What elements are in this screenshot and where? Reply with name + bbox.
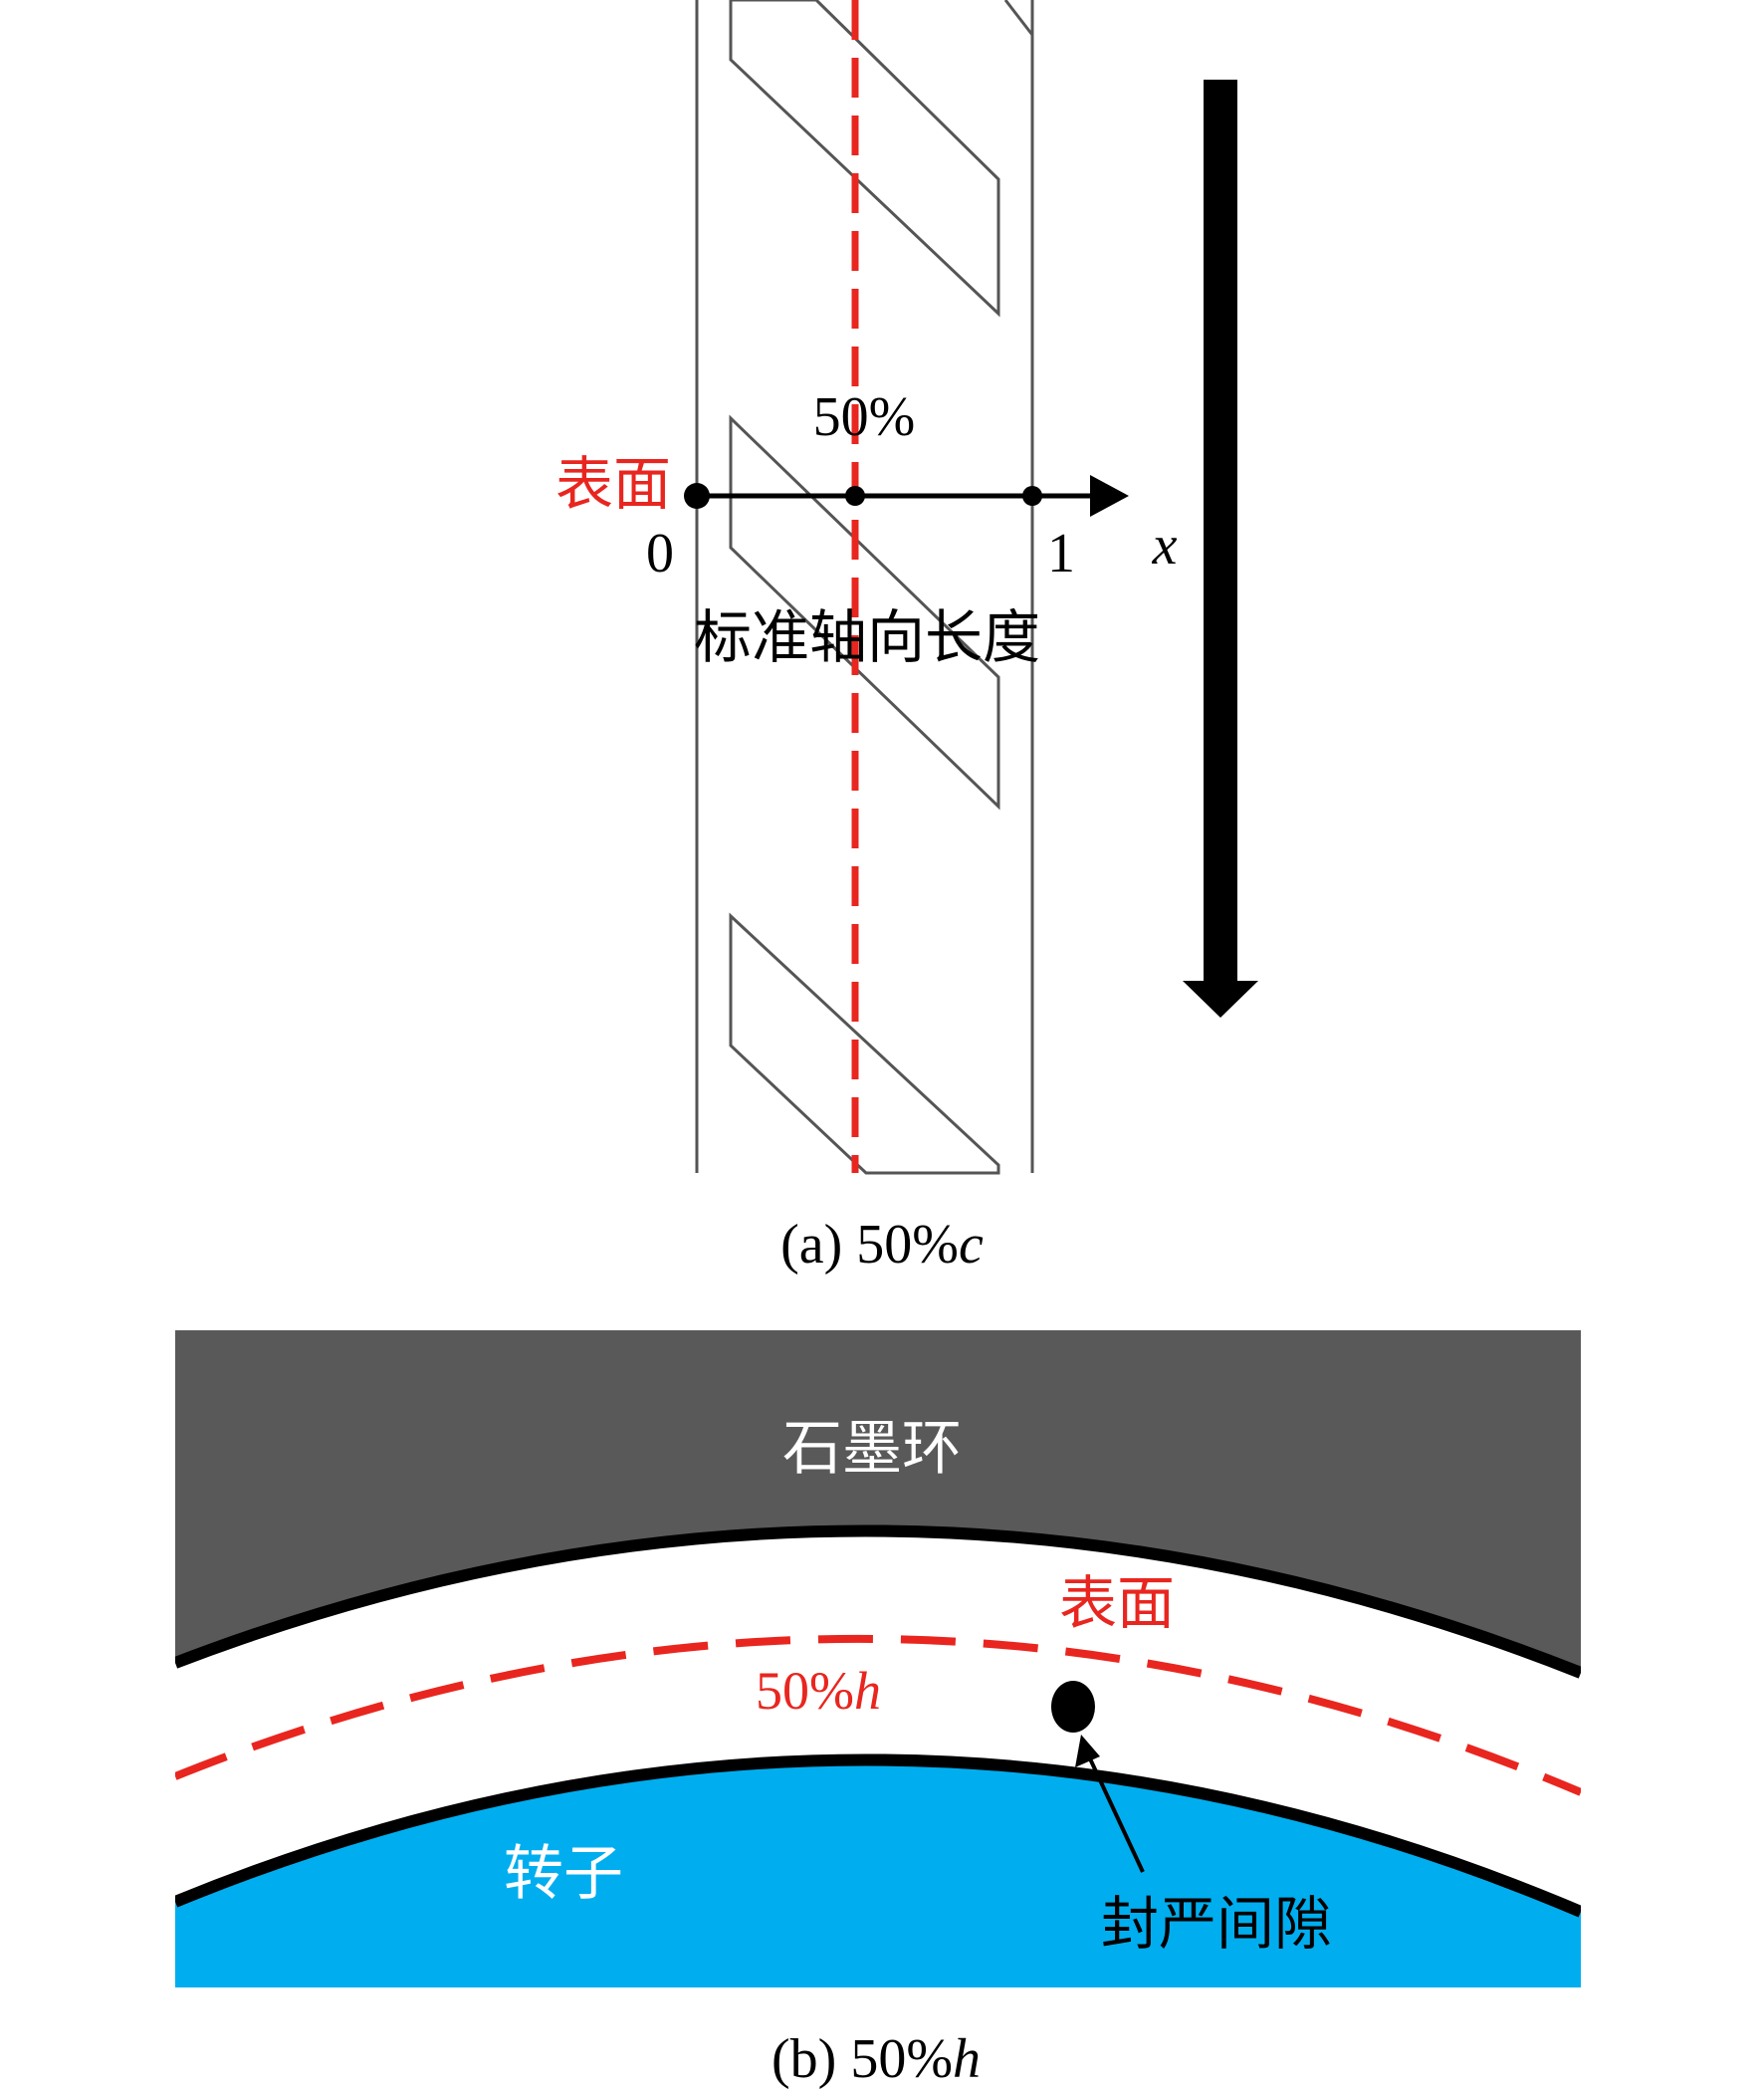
percent-label-b-var: h [854, 1661, 881, 1721]
axis-point-50 [845, 486, 865, 506]
axis-title: 标准轴向长度 [694, 603, 1040, 671]
groove-3 [729, 912, 1000, 1175]
gap-pointer-line [1086, 1753, 1145, 1873]
caption-a: (a) 50%c [780, 1214, 984, 1276]
graphite-ring-label: 石墨环 [782, 1414, 962, 1484]
rotor-surface-line [175, 1753, 1581, 1918]
tick-label-0: 0 [646, 523, 674, 584]
surface-label-a: 表面 [555, 450, 671, 518]
axis-variable-label: x [1152, 515, 1178, 577]
graphite-surface-line [175, 1524, 1581, 1679]
panel-b: 石墨环 表面 50%h 转子 封严间隙 (b) 50%h [175, 1330, 1581, 2090]
flow-arrow-head [1183, 981, 1258, 1018]
groove-1 [729, 0, 1000, 318]
caption-a-var: c [959, 1214, 984, 1276]
x-axis-arrowhead [1090, 475, 1129, 517]
rotor-label: 转子 [504, 1839, 623, 1909]
gap-pointer-arrowhead [1075, 1735, 1100, 1767]
axis-point-1 [1022, 486, 1042, 506]
surface-label-b: 表面 [1059, 1569, 1175, 1637]
groove-2 [729, 414, 1000, 811]
flow-arrow-shaft [1204, 80, 1237, 986]
caption-b-prefix: (b) 50% [772, 2028, 953, 2090]
percent-label-b-prefix: 50% [756, 1661, 854, 1721]
gap-region [175, 1530, 1581, 1912]
percent-label-b: 50%h [756, 1661, 881, 1721]
caption-a-prefix: (a) 50% [780, 1214, 959, 1276]
panel-a: 表面 50% 0 1 x 标准轴向长度 (a) 50%c [555, 0, 1258, 1276]
gap-marker-dot [1051, 1681, 1095, 1733]
graphite-ring [175, 1330, 1581, 1673]
rotor [175, 1759, 1581, 1987]
caption-b-var: h [953, 2028, 981, 2090]
axis-point-0 [684, 483, 710, 509]
tick-label-1: 1 [1047, 523, 1075, 584]
percent-label-a: 50% [813, 386, 916, 448]
caption-b: (b) 50%h [772, 2028, 981, 2090]
seal-gap-label: 封严间隙 [1101, 1890, 1332, 1958]
channel-top-right-edge [1003, 0, 1034, 36]
